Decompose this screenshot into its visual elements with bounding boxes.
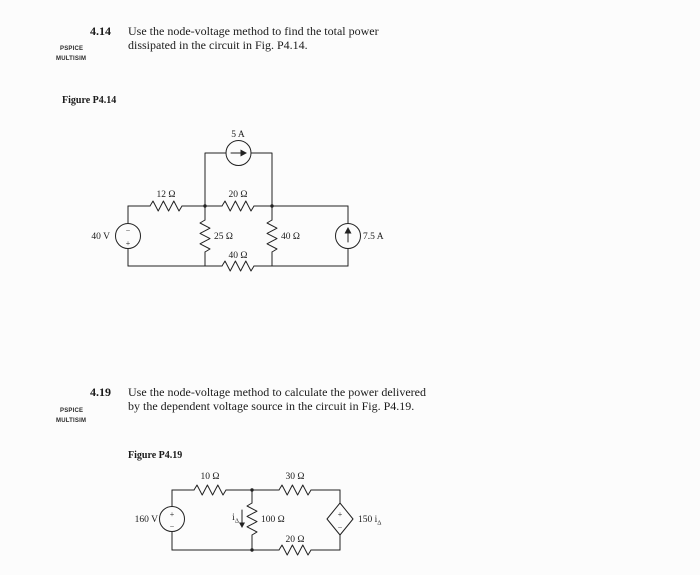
label-dependent-source: 150 iΔ (358, 515, 381, 527)
label-20ohm-bottom: 20 Ω (286, 535, 305, 545)
software-tags-4-19: PSPICE MULTISIM (56, 406, 86, 426)
problem-text: Use the node-voltage method to find the … (128, 24, 379, 52)
resistor-40ohm-bottom (221, 260, 255, 272)
resistor-30ohm (278, 484, 312, 496)
software-tags-4-14: PSPICE MULTISIM (56, 44, 86, 64)
figure-label-4-19: Figure P4.19 (128, 450, 183, 461)
minus-sign: − (170, 522, 175, 531)
label-7-5a: 7.5 A (363, 232, 384, 242)
plus-sign: + (126, 239, 131, 248)
resistor-100ohm (246, 502, 258, 536)
pspice-tag: PSPICE (60, 408, 84, 414)
label-control-current: iΔ (232, 513, 239, 525)
wire (204, 152, 227, 207)
multisim-tag: MULTISIM (56, 418, 87, 424)
resistor-12ohm (149, 200, 183, 212)
minus-sign: − (126, 226, 131, 235)
control-current-arrowhead-down (239, 522, 245, 528)
current-arrowhead-right (240, 149, 247, 157)
label-40ohm-vertical: 40 Ω (281, 232, 300, 242)
resistor-40ohm-vertical (266, 219, 278, 253)
label-30ohm: 30 Ω (286, 472, 305, 482)
problem-statement-4-19: 4.19 Use the node-voltage method to calcu… (90, 385, 426, 413)
pspice-tag: PSPICE (60, 46, 84, 52)
resistor-10ohm (193, 484, 227, 496)
resistor-20ohm-bottom (278, 544, 312, 556)
resistor-25ohm (199, 219, 211, 253)
plus-sign: + (170, 510, 175, 519)
node-dot (250, 548, 254, 552)
label-40ohm-bottom: 40 Ω (229, 251, 248, 261)
circuit-diagram-p414: 5 A 12 Ω 20 Ω − + 40 V 25 Ω 40 Ω 7.5 A (91, 130, 384, 272)
label-10ohm: 10 Ω (201, 472, 220, 482)
multisim-tag: MULTISIM (56, 56, 87, 62)
plus-sign: + (338, 510, 343, 519)
problem-number: 4.19 (90, 385, 111, 399)
problem-text: Use the node-voltage method to calculate… (128, 385, 426, 413)
label-25ohm: 25 Ω (214, 232, 233, 242)
label-40v: 40 V (91, 232, 110, 242)
resistor-20ohm (221, 200, 255, 212)
label-12ohm: 12 Ω (157, 190, 176, 200)
label-160v: 160 V (135, 515, 158, 525)
figure-label-4-14: Figure P4.14 (62, 95, 117, 106)
label-20ohm: 20 Ω (229, 190, 248, 200)
minus-sign: − (338, 523, 343, 532)
circuit-diagram-p419: 10 Ω 30 Ω + − 160 V 100 Ω iΔ + − 150 iΔ … (135, 472, 381, 556)
problem-number: 4.14 (90, 24, 111, 38)
label-5a: 5 A (231, 130, 245, 140)
wire (250, 152, 273, 207)
current-arrowhead-up (344, 227, 352, 234)
label-100ohm: 100 Ω (261, 515, 285, 525)
problem-statement-4-14: 4.14 Use the node-voltage method to find … (90, 24, 428, 52)
